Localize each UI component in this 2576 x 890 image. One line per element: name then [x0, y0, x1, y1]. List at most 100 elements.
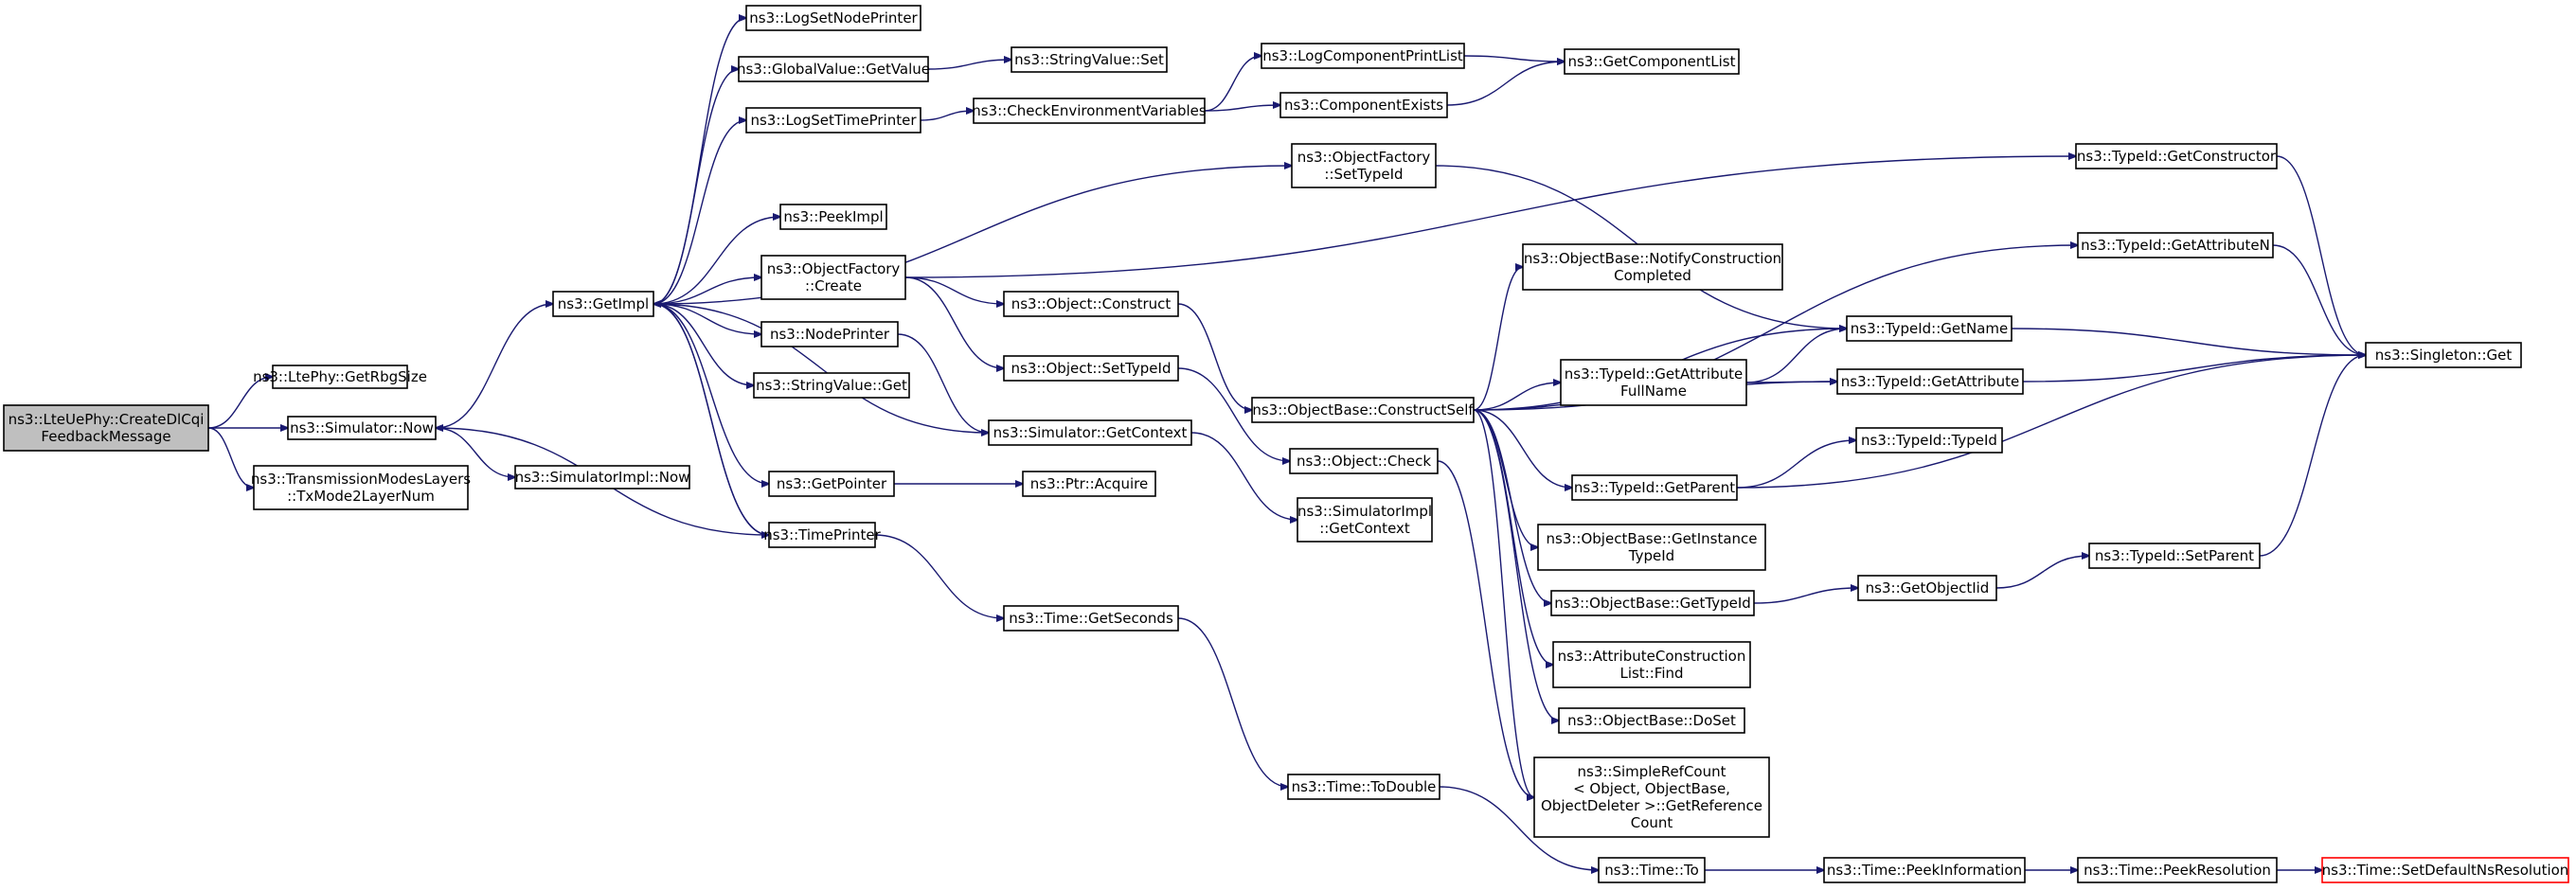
node-objectCheck[interactable]: ns3::Object::Check	[1289, 448, 1439, 474]
node-box[interactable]	[1251, 397, 1475, 423]
node-timeToDouble[interactable]: ns3::Time::ToDouble	[1287, 774, 1440, 800]
node-box[interactable]	[1846, 315, 2012, 342]
node-stringValueGet[interactable]: ns3::StringValue::Get	[753, 372, 910, 399]
node-box[interactable]	[760, 255, 906, 300]
node-objBaseGetTypeId[interactable]: ns3::ObjectBase::GetTypeId	[1550, 590, 1755, 616]
node-box[interactable]	[2321, 857, 2569, 883]
node-box[interactable]	[1291, 143, 1437, 188]
node-simNow[interactable]: ns3::Simulator::Now	[287, 416, 437, 440]
node-typeIdGetParent[interactable]: ns3::TypeId::GetParent	[1571, 474, 1738, 501]
node-box[interactable]	[1287, 774, 1440, 800]
node-box[interactable]	[1564, 48, 1740, 75]
node-box[interactable]	[1855, 427, 2003, 454]
node-stringValueSet[interactable]: ns3::StringValue::Set	[1011, 46, 1168, 73]
node-box[interactable]	[1552, 641, 1751, 688]
node-box[interactable]	[973, 98, 1206, 124]
node-timeGetSeconds[interactable]: ns3::Time::GetSeconds	[1003, 605, 1179, 632]
node-box[interactable]	[253, 465, 469, 510]
node-txMode[interactable]: ns3::TransmissionModesLayers::TxMode2Lay…	[251, 465, 471, 510]
node-box[interactable]	[768, 471, 895, 497]
node-getPointer[interactable]: ns3::GetPointer	[768, 471, 895, 497]
node-box[interactable]	[2365, 342, 2522, 368]
node-getObjectIid[interactable]: ns3::GetObjectIid	[1857, 575, 1997, 601]
node-ptrAcquire[interactable]: ns3::Ptr::Acquire	[1022, 471, 1156, 497]
node-simImplGetContext[interactable]: ns3::SimulatorImpl::GetContext	[1297, 497, 1433, 543]
node-compExists[interactable]: ns3::ComponentExists	[1279, 92, 1448, 118]
node-getComponentList[interactable]: ns3::GetComponentList	[1564, 48, 1740, 75]
node-box[interactable]	[1022, 471, 1156, 497]
node-box[interactable]	[1011, 46, 1168, 73]
node-objectSetTypeId[interactable]: ns3::Object::SetTypeId	[1003, 355, 1179, 382]
node-box[interactable]	[1289, 448, 1439, 474]
node-notifyConstruction[interactable]: ns3::ObjectBase::NotifyConstructionCompl…	[1522, 243, 1783, 291]
node-timeTo[interactable]: ns3::Time::To	[1598, 857, 1706, 883]
node-box[interactable]	[988, 419, 1192, 446]
node-box[interactable]	[1836, 368, 2024, 395]
node-typeIdGetAttributeN[interactable]: ns3::TypeId::GetAttributeN	[2077, 232, 2274, 258]
node-getImpl[interactable]: ns3::GetImpl	[552, 291, 654, 317]
node-box[interactable]	[1297, 497, 1433, 543]
node-box[interactable]	[779, 204, 887, 230]
node-box[interactable]	[1522, 243, 1783, 291]
node-box[interactable]	[1571, 474, 1738, 501]
node-peekImpl[interactable]: ns3::PeekImpl	[779, 204, 887, 230]
node-box[interactable]	[738, 56, 929, 82]
node-box[interactable]	[2077, 232, 2274, 258]
node-typeIdGetAttribute[interactable]: ns3::TypeId::GetAttribute	[1836, 368, 2024, 395]
node-simImplNow[interactable]: ns3::SimulatorImpl::Now	[514, 465, 690, 490]
node-globalGetValue[interactable]: ns3::GlobalValue::GetValue	[737, 56, 930, 82]
node-logCompPrintList[interactable]: ns3::LogComponentPrintList	[1261, 43, 1465, 69]
node-box[interactable]	[2077, 857, 2278, 883]
node-box[interactable]	[745, 107, 921, 134]
node-box[interactable]	[1261, 43, 1465, 69]
node-objBaseDoSet[interactable]: ns3::ObjectBase::DoSet	[1558, 707, 1745, 734]
node-box[interactable]	[1537, 524, 1766, 571]
node-objBaseConstructSelf[interactable]: ns3::ObjectBase::ConstructSelf	[1251, 397, 1475, 423]
node-timePrinter[interactable]: ns3::TimePrinter	[763, 522, 882, 548]
node-typeIdGetName[interactable]: ns3::TypeId::GetName	[1846, 315, 2012, 342]
node-simGetContext[interactable]: ns3::Simulator::GetContext	[988, 419, 1192, 446]
node-simpleRefCount[interactable]: ns3::SimpleRefCount< Object, ObjectBase,…	[1533, 756, 1770, 838]
node-box[interactable]	[753, 372, 910, 399]
node-box[interactable]	[1533, 756, 1770, 838]
node-box[interactable]	[1550, 590, 1755, 616]
node-box[interactable]	[2088, 543, 2261, 569]
node-box[interactable]	[514, 465, 690, 490]
node-root[interactable]: ns3::LteUePhy::CreateDlCqiFeedbackMessag…	[3, 404, 209, 452]
node-box[interactable]	[287, 416, 437, 440]
node-typeIdTypeId[interactable]: ns3::TypeId::TypeId	[1855, 427, 2003, 454]
node-box[interactable]	[768, 522, 876, 548]
node-checkEnv[interactable]: ns3::CheckEnvironmentVariables	[972, 98, 1207, 124]
node-box[interactable]	[1279, 92, 1448, 118]
node-typeIdGetConstructor[interactable]: ns3::TypeId::GetConstructor	[2075, 143, 2278, 169]
node-box[interactable]	[745, 5, 921, 31]
node-box[interactable]	[1003, 605, 1179, 632]
node-objFactoryCreate[interactable]: ns3::ObjectFactory::Create	[760, 255, 906, 300]
node-objectConstruct[interactable]: ns3::Object::Construct	[1003, 291, 1179, 317]
node-timePeekResolution[interactable]: ns3::Time::PeekResolution	[2077, 857, 2278, 883]
node-box[interactable]	[552, 291, 654, 317]
node-box[interactable]	[2075, 143, 2278, 169]
node-box[interactable]	[1560, 359, 1747, 406]
node-box[interactable]	[1558, 707, 1745, 734]
node-box[interactable]	[1003, 355, 1179, 382]
node-box[interactable]	[1857, 575, 1997, 601]
node-box[interactable]	[1823, 857, 2026, 883]
node-box[interactable]	[1598, 857, 1706, 883]
node-typeIdSetParent[interactable]: ns3::TypeId::SetParent	[2088, 543, 2261, 569]
node-logSetNode[interactable]: ns3::LogSetNodePrinter	[745, 5, 921, 31]
node-objFactorySetTypeId[interactable]: ns3::ObjectFactory::SetTypeId	[1291, 143, 1437, 188]
node-timePeekInfo[interactable]: ns3::Time::PeekInformation	[1823, 857, 2026, 883]
node-timeSetDefaultNsRes[interactable]: ns3::Time::SetDefaultNsResolution	[2321, 857, 2569, 883]
node-box[interactable]	[760, 321, 899, 347]
node-box[interactable]	[1003, 291, 1179, 317]
node-nodePrinter[interactable]: ns3::NodePrinter	[760, 321, 899, 347]
node-box[interactable]	[272, 365, 408, 389]
node-logSetTime[interactable]: ns3::LogSetTimePrinter	[745, 107, 921, 134]
node-box[interactable]	[3, 404, 209, 452]
node-getRbgSize[interactable]: ns3::LtePhy::GetRbgSize	[253, 365, 427, 389]
node-singletonGet[interactable]: ns3::Singleton::Get	[2365, 342, 2522, 368]
